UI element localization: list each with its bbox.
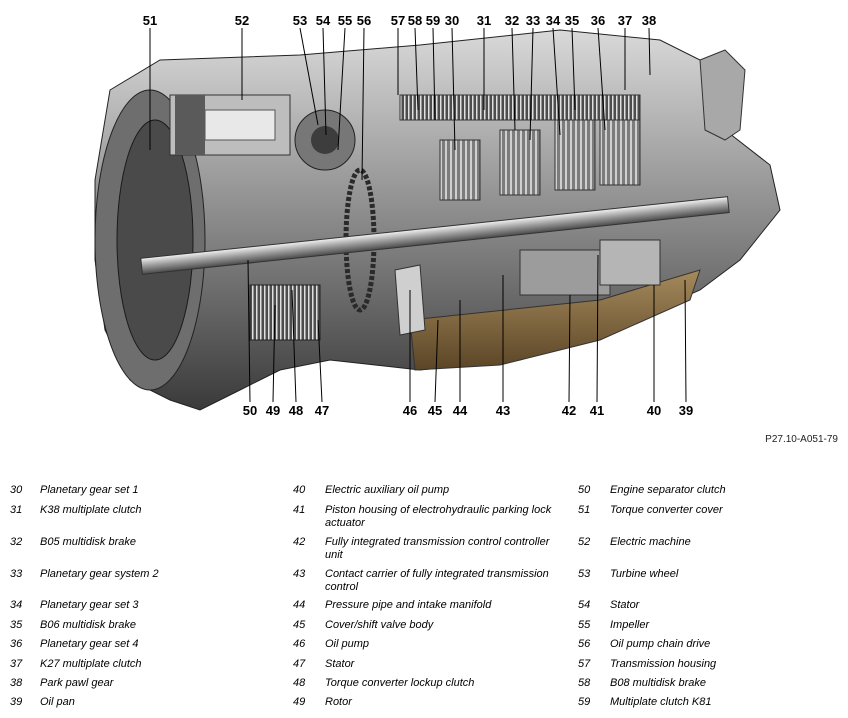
callout-57: 57 — [390, 13, 406, 28]
callout-32: 32 — [504, 13, 520, 28]
callout-52: 52 — [234, 13, 250, 28]
leader-lines — [149, 27, 687, 403]
callout-39: 39 — [678, 403, 694, 418]
rotor — [249, 284, 321, 341]
callout-42: 42 — [561, 403, 577, 418]
callout-49: 49 — [265, 403, 281, 418]
planetary-gear-set-3 — [554, 119, 596, 191]
callout-51: 51 — [142, 13, 158, 28]
main-shaft — [140, 196, 730, 275]
transmission-cutaway-illustration — [94, 27, 781, 411]
output-flange — [699, 49, 746, 141]
planetary-gear-set-1 — [439, 139, 481, 201]
callout-45: 45 — [427, 403, 443, 418]
callout-40: 40 — [646, 403, 662, 418]
callout-55: 55 — [337, 13, 353, 28]
callout-54: 54 — [315, 13, 331, 28]
callout-47: 47 — [314, 403, 330, 418]
callout-50: 50 — [242, 403, 258, 418]
callout-41: 41 — [589, 403, 605, 418]
callout-48: 48 — [288, 403, 304, 418]
callout-43: 43 — [495, 403, 511, 418]
callout-38: 38 — [641, 13, 657, 28]
reference-code: P27.10-A051-79 — [765, 434, 838, 445]
callout-58: 58 — [407, 13, 423, 28]
callout-56: 56 — [356, 13, 372, 28]
callout-30: 30 — [444, 13, 460, 28]
callout-37: 37 — [617, 13, 633, 28]
callout-59: 59 — [425, 13, 441, 28]
callout-31: 31 — [476, 13, 492, 28]
callout-36: 36 — [590, 13, 606, 28]
planetary-gear-set-4 — [599, 114, 641, 186]
multidisk-brakes — [399, 94, 641, 121]
callout-46: 46 — [402, 403, 418, 418]
callout-35: 35 — [564, 13, 580, 28]
callout-53: 53 — [292, 13, 308, 28]
transmission-control-unit — [519, 249, 611, 296]
callout-34: 34 — [545, 13, 561, 28]
callout-44: 44 — [452, 403, 468, 418]
callout-33: 33 — [525, 13, 541, 28]
oil-pan — [409, 269, 701, 371]
planetary-gear-set-2 — [499, 129, 541, 196]
